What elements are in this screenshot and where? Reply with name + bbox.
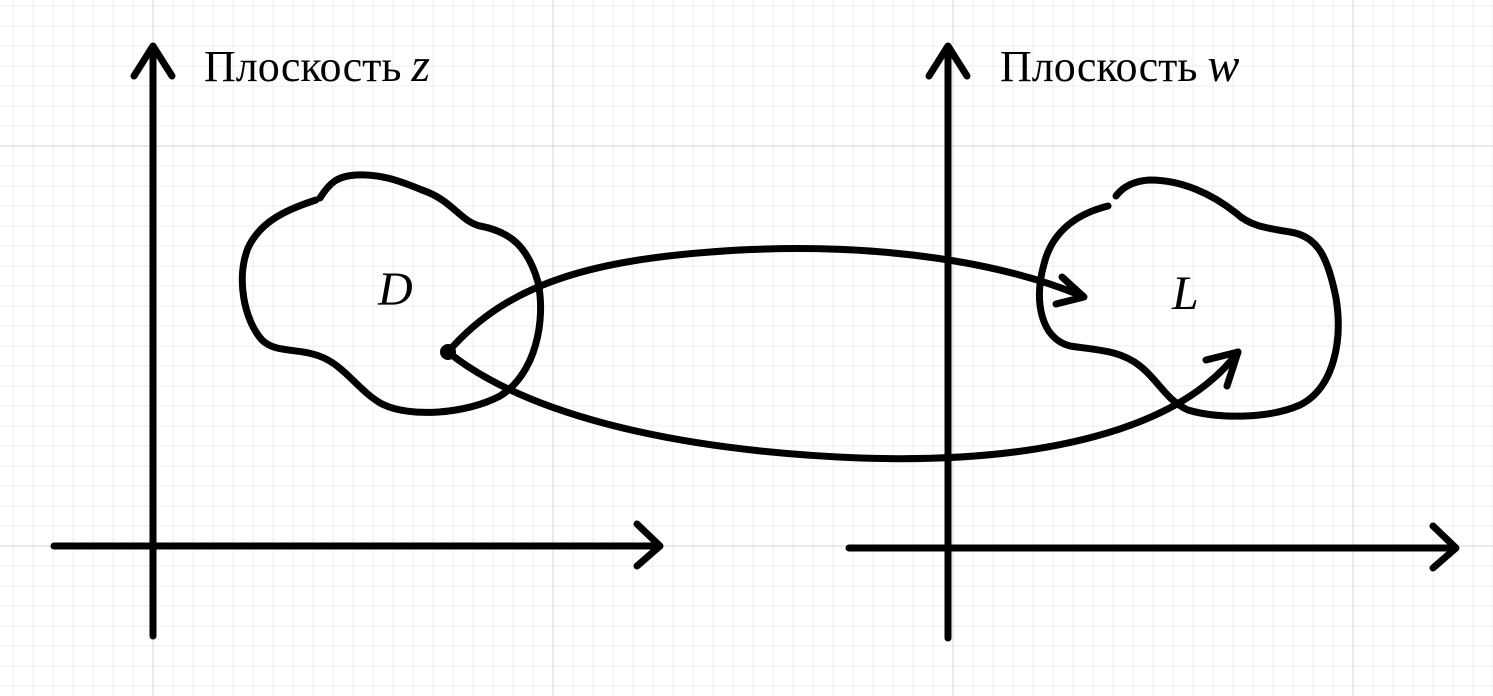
w-plane-y-axis-arrowhead <box>925 42 971 80</box>
z-plane-title: Плоскость <box>204 42 402 91</box>
region-l-boundary <box>1036 176 1342 420</box>
mapping-curve-upper-arrowhead <box>1052 273 1088 308</box>
region-d-label: D <box>378 263 413 316</box>
w-plane-variable: w <box>1207 39 1240 92</box>
z-plane-y-axis-arrowhead <box>130 42 176 80</box>
z-plane-x-axis-arrowhead <box>633 520 664 570</box>
region-d-boundary <box>238 171 544 416</box>
mapping-curve-upper <box>444 245 1086 356</box>
mapping-curve-lower-arrowhead <box>1202 348 1242 390</box>
w-plane-axes <box>845 42 1460 642</box>
z-plane-axes <box>50 42 664 640</box>
z-plane-variable: z <box>411 39 431 92</box>
w-plane-title: Плоскость <box>1000 42 1198 91</box>
w-plane-x-axis-arrowhead <box>1429 522 1460 572</box>
mapping-curve-lower <box>444 348 1242 463</box>
source-point <box>440 344 456 360</box>
region-l-label: L <box>1172 267 1199 320</box>
